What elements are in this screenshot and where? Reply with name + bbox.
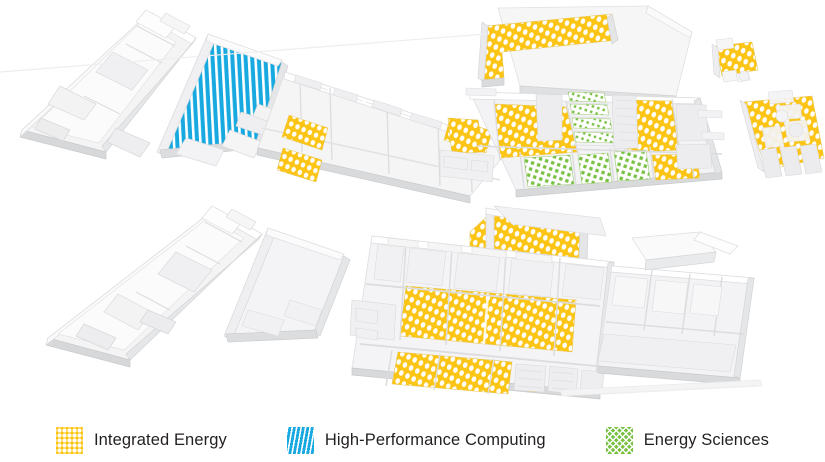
legend-item-high-performance-computing[interactable]: High-Performance Computing [286,426,546,454]
crosshatch-pattern-swatch [605,426,633,454]
lower-west-wing [45,205,263,368]
upper-west-wing [19,9,197,160]
stripe-pattern-swatch [286,426,314,454]
legend-label-integrated-energy: Integrated Energy [93,430,227,449]
legend-item-energy-sciences[interactable]: Energy Sciences [605,426,770,454]
legend-label-high-performance-computing: High-Performance Computing [324,430,546,449]
upper-east-block [439,87,725,198]
upper-outbuilding-large [739,89,825,179]
lower-east-annex [597,231,755,386]
dot-pattern-swatch [55,426,83,454]
legend: Integrated Energy High-Performance Compu… [0,418,825,462]
upper-energy-sciences-benches [565,91,617,147]
lower-level-plan [45,205,763,400]
legend-item-integrated-energy[interactable]: Integrated Energy [55,426,227,454]
upper-outbuilding-small [711,37,759,83]
isometric-plan-graphic [0,5,825,400]
upper-integrated-energy-band [477,13,619,88]
legend-label-energy-sciences: Energy Sciences [643,430,770,449]
upper-level-plan [0,5,825,204]
lower-open-hall [223,227,351,343]
upper-energy-sciences-rooms [523,149,651,188]
